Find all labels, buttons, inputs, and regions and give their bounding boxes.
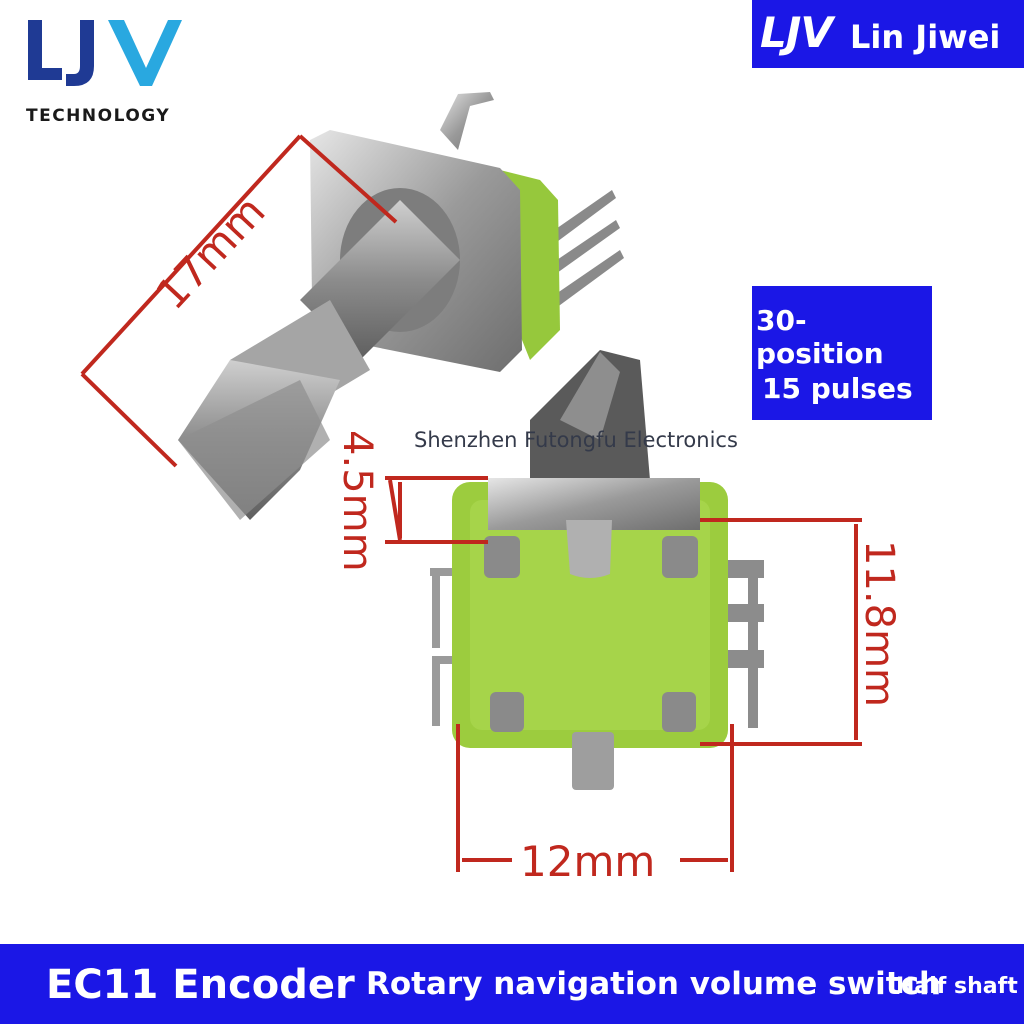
dimension-lines [80, 134, 862, 872]
product-description: Rotary navigation volume switch [366, 966, 942, 1002]
shaft-type: Half shaft [896, 974, 1018, 999]
logo-tagline: TECHNOLOGY [26, 106, 171, 126]
dim-12mm-label: 12mm [520, 837, 655, 886]
spec-pulses: 15 pulses [762, 372, 913, 405]
brand-name: Lin Jiwei [850, 18, 1001, 56]
dimension-labels: 17mm 4.5mm 11.8mm 12mm [146, 186, 902, 886]
dim-11-8mm-label: 11.8mm [856, 540, 902, 707]
watermark-text: Shenzhen Futongfu Electronics [414, 428, 738, 452]
brand-badge: LJV Lin Jiwei [752, 0, 1024, 68]
product-name: EC11 Encoder [46, 962, 355, 1008]
encoder-front-view [430, 350, 764, 790]
spec-badge: 30-position 15 pulses [752, 286, 932, 420]
spec-positions: 30-position [756, 304, 884, 370]
dim-17mm-label: 17mm [146, 186, 274, 318]
dim-4-5mm-label: 4.5mm [334, 430, 380, 572]
brand-mark: LJV [760, 8, 833, 57]
ljv-logo [28, 20, 182, 86]
encoder-photo [80, 92, 862, 872]
encoder-side-view [178, 92, 624, 520]
bottom-title-bar: EC11 Encoder Rotary navigation volume sw… [0, 944, 1024, 1024]
